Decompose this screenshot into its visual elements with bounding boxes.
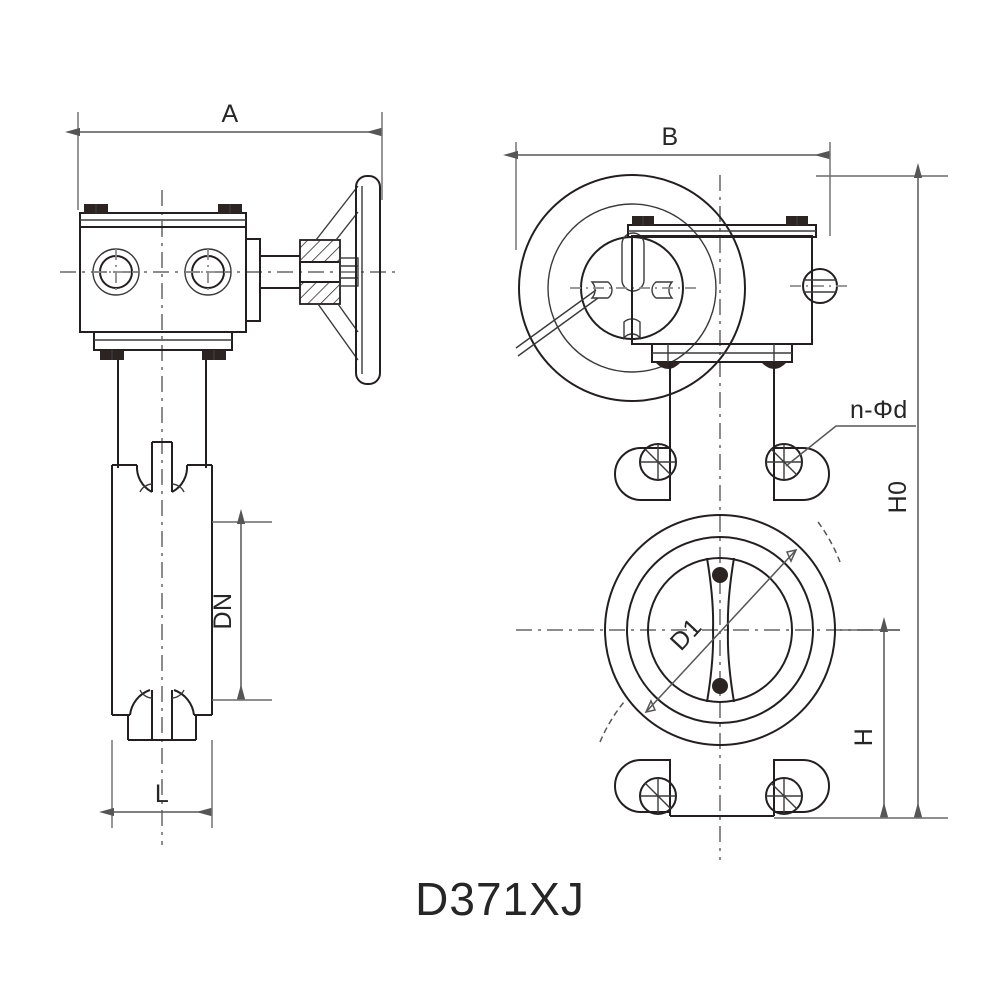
gearbox-housing-side	[627, 216, 848, 369]
valve-bore-circle	[647, 557, 793, 703]
gearbox-mount-bolt-left	[655, 362, 681, 369]
dimension-L: L	[98, 740, 213, 828]
handwheel-spokes	[315, 185, 359, 361]
gearbox-bearing-left	[92, 248, 140, 296]
valve-body-circles	[604, 514, 836, 746]
drawing-title: D371XJ	[415, 873, 585, 925]
dimension-label-DN: DN	[209, 593, 237, 630]
dimension-H0: H0	[774, 162, 948, 819]
valve-neck-side	[669, 362, 775, 455]
dimension-B: B	[502, 123, 831, 250]
callout-label-n-phi-d: n-Φd	[850, 396, 908, 424]
dimension-label-H: H	[850, 728, 878, 746]
valve-body-side	[111, 441, 213, 741]
front-elevation-view: A	[60, 100, 400, 845]
valve-neck-column	[117, 360, 207, 468]
dimension-label-A: A	[221, 100, 238, 128]
valve-disc	[706, 557, 735, 703]
handwheel-hub	[299, 239, 359, 305]
dimension-label-L: L	[155, 780, 169, 808]
gearbox-bearing-right	[184, 248, 232, 296]
callout-n-phi-d: n-Φd	[785, 396, 916, 467]
gearbox-bottom-flange	[93, 331, 233, 360]
gearbox-housing	[79, 226, 261, 333]
valve-outer-circle	[604, 514, 836, 746]
valve-seat-circle	[626, 536, 814, 724]
dimension-H: H	[840, 616, 900, 818]
disc-pin-lower	[712, 678, 728, 694]
handwheel-rim	[355, 175, 381, 385]
dimension-DN: DN	[209, 508, 272, 701]
dimension-A: A	[64, 100, 383, 210]
dimension-label-D1: D1	[665, 613, 708, 656]
side-elevation-view: B	[502, 123, 948, 860]
valve-lug-flanges	[614, 443, 830, 817]
dimension-label-B: B	[661, 123, 678, 151]
disc-pin-upper	[712, 567, 728, 583]
gearbox-output-shaft	[260, 255, 300, 289]
handwheel-projection	[515, 174, 746, 402]
dimension-label-H0: H0	[884, 481, 912, 514]
